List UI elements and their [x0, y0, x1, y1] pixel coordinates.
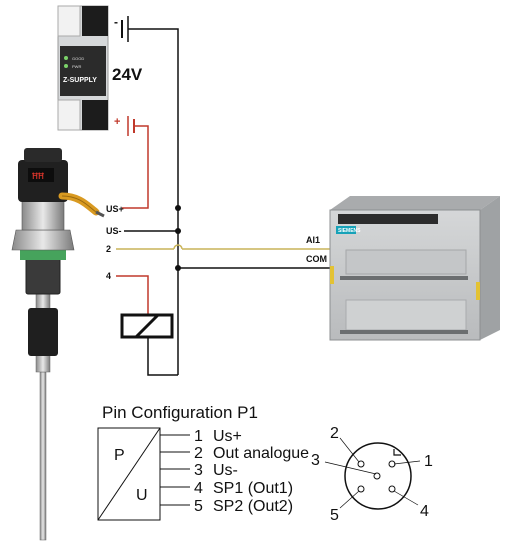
pin-label: SP2 (Out2) [213, 498, 293, 515]
pin-number: 2 [194, 445, 203, 462]
switch-output-wire [116, 275, 149, 315]
wire-us-minus-label: US- [106, 226, 122, 236]
led-pwr-label: PWR [72, 64, 81, 69]
wire-ai1-label: AI1 [306, 235, 320, 245]
connector-pin-label: 2 [330, 425, 339, 442]
connector-pin-label: 4 [420, 503, 429, 520]
led-good-label: GOOD [72, 56, 84, 61]
junction-icon [175, 265, 181, 271]
negative-wire [128, 28, 179, 375]
wire-us-plus-label: US+ [106, 204, 124, 214]
wire-pin4-label: 4 [106, 271, 111, 281]
wire-pin2-label: 2 [106, 244, 111, 254]
wire-com-label: COM [306, 254, 327, 264]
supply-model-label: Z-SUPPLY [63, 77, 97, 84]
pwr-led-icon [64, 64, 68, 68]
supply-minus-label: - [114, 15, 118, 29]
supply-voltage-label: 24V [112, 65, 143, 84]
level-sensor: ĦĦ [11, 148, 105, 541]
pin-number: 1 [194, 428, 203, 445]
pin-number: 3 [194, 462, 203, 479]
pin-number: 4 [194, 480, 203, 497]
symbol-p-label: P [114, 447, 125, 464]
good-led-icon [64, 56, 68, 60]
pin-label: Us+ [213, 428, 242, 445]
junction-icon [175, 228, 181, 234]
m12-connector-icon [324, 437, 421, 510]
plc-brand-label: SIEMENS [338, 228, 361, 234]
pin-label: Us- [213, 462, 238, 479]
supply-plus-label: + [114, 116, 120, 128]
junction-icon [175, 205, 181, 211]
power-supply: GOOD PWR Z-SUPPLY [57, 5, 109, 131]
symbol-u-label: U [136, 487, 148, 504]
sensor-symbol [97, 427, 161, 521]
pin-label: SP1 (Out1) [213, 480, 293, 497]
sensor-display-icon: ĦĦ [32, 172, 44, 183]
pin-rows: 1 Us+ 2 Out analogue 3 Us- 4 SP1 (Out1) … [160, 428, 309, 515]
relay-coil-icon [120, 313, 174, 339]
plc-unit: SIEMENS [329, 196, 500, 341]
positive-wire [122, 125, 149, 209]
pin-number: 5 [194, 498, 203, 515]
connector-pin-label: 3 [311, 452, 320, 469]
connector-pin-label: 5 [330, 507, 339, 524]
connector-pin-label: 1 [424, 453, 433, 470]
pin-config-title: Pin Configuration P1 [102, 403, 258, 422]
pin-label: Out analogue [213, 445, 309, 462]
